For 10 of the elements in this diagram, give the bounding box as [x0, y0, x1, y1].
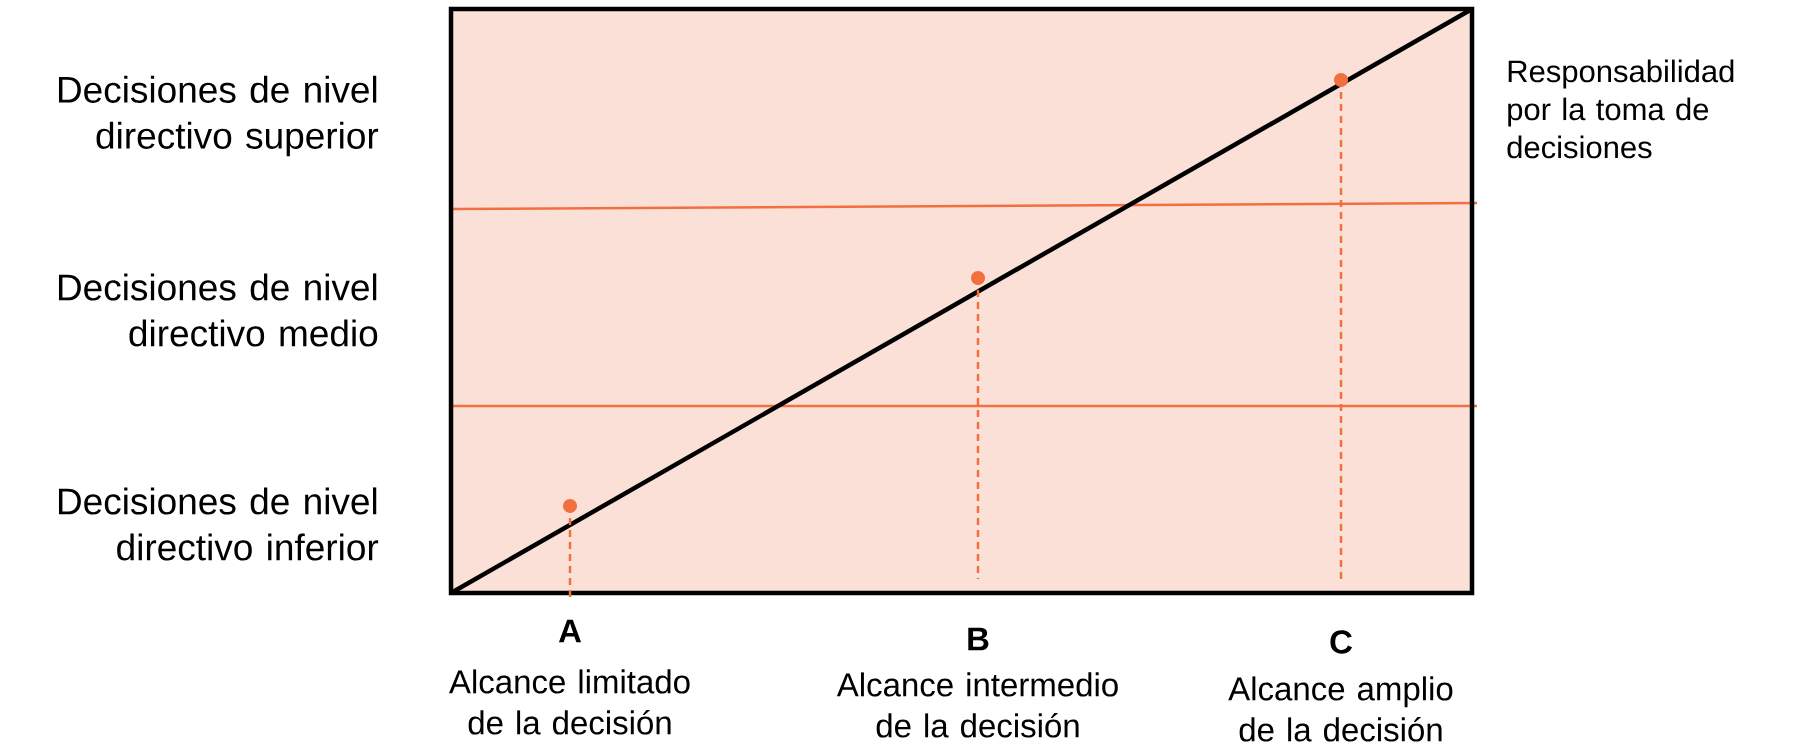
scope-label: Alcance intermedio de la decisión: [836, 672, 1118, 738]
point-letter: C: [1330, 630, 1352, 654]
level-label: Decisiones de nivel directivo inferior: [58, 487, 379, 561]
point-letter: B: [968, 627, 989, 651]
scope-label: Alcance limitado de la decisión: [449, 669, 690, 735]
scope-label: Alcance amplio de la decisión: [1228, 676, 1453, 742]
axis-label: Responsabilidad por la toma de decisiones: [1507, 59, 1734, 159]
level-label: Decisiones de nivel directivo medio: [58, 273, 378, 347]
level-label: Decisiones de nivel directivo superior: [58, 75, 379, 157]
point-letter: A: [558, 619, 582, 643]
